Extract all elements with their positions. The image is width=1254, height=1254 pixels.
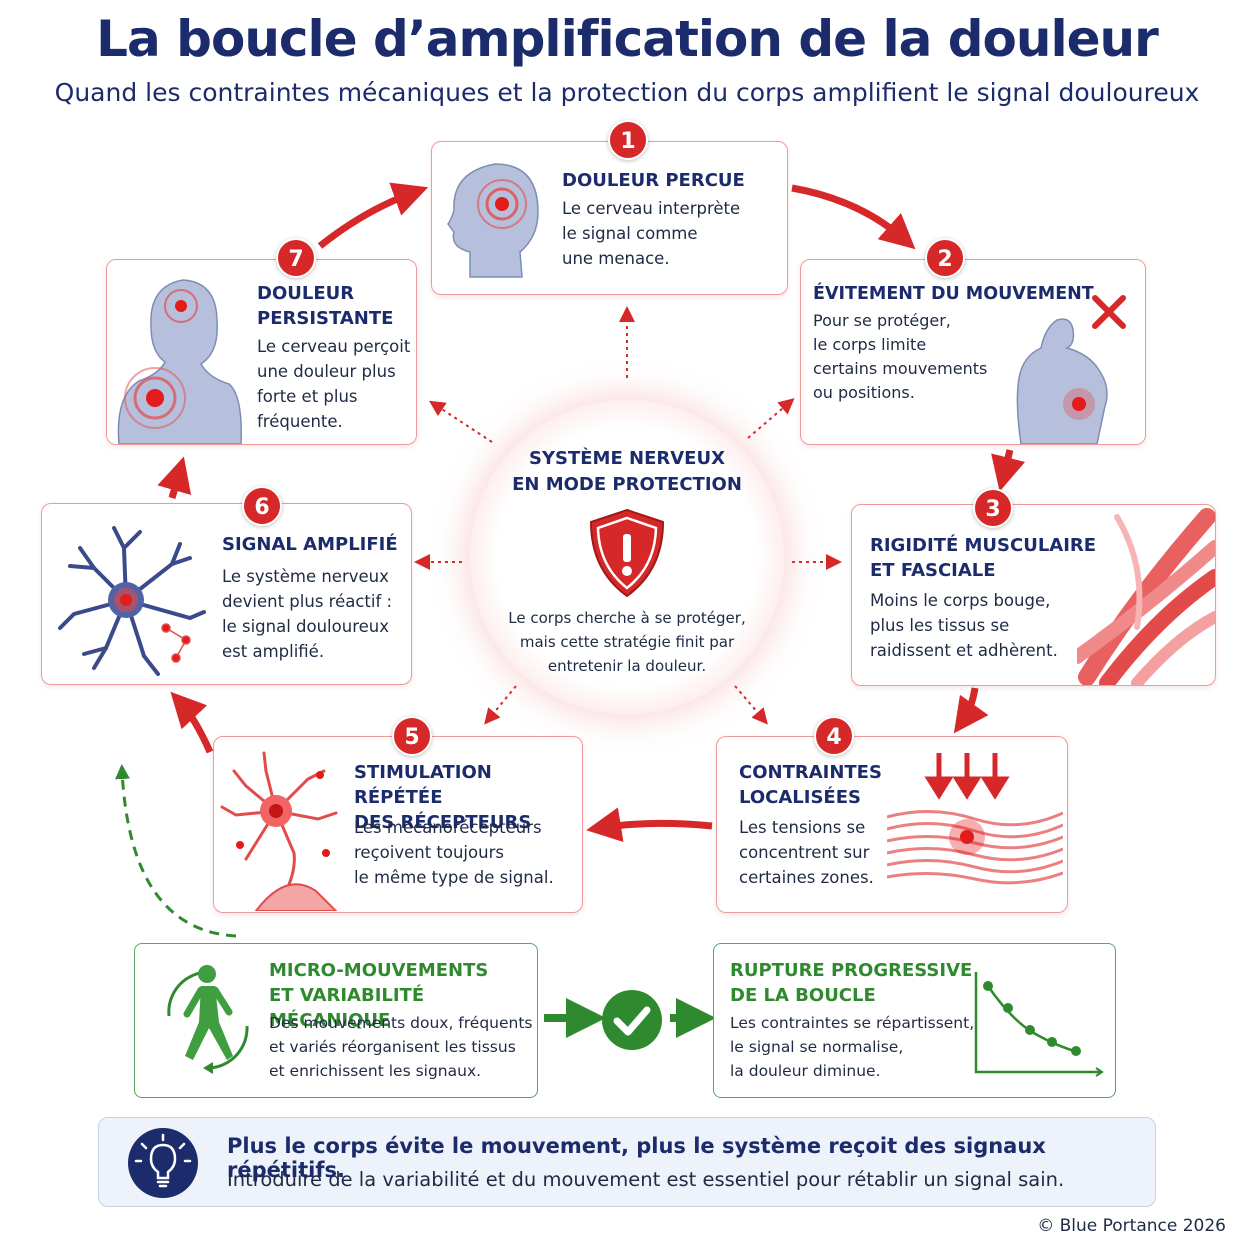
decreasing-curve-icon <box>974 972 1104 1077</box>
solution-right-text: Les contraintes se répartissent,le signa… <box>730 1014 975 1080</box>
arrow-4-to-5 <box>586 807 713 842</box>
arrow-5-to-6 <box>170 691 214 754</box>
key-message-line-1: Plus le corps évite le mouvement, plus l… <box>227 1134 1046 1182</box>
head-pain-icon <box>447 163 539 278</box>
tissue-pressure-icon <box>887 753 1063 885</box>
arrow-1-to-2 <box>791 184 916 250</box>
walking-person-icon <box>167 965 249 1074</box>
step-1-title: DOULEUR PERCUE <box>562 170 745 191</box>
arrow-3-to-4 <box>953 687 989 734</box>
step-1-badge: 1 <box>608 120 648 160</box>
step-5-badge: 5 <box>392 716 432 756</box>
step-4-badge: 4 <box>814 716 854 756</box>
lightbulb-icon <box>128 1128 198 1198</box>
dotted-arrow-up-left <box>428 400 493 443</box>
key-message-banner: Plus le corps évite le mouvement, plus l… <box>98 1117 1156 1207</box>
dotted-arrow-up-right <box>747 398 795 439</box>
cross-icon <box>1092 295 1126 329</box>
step-2-title: ÉVITEMENT DU MOUVEMENT <box>813 284 1094 304</box>
check-circle-icon <box>602 990 662 1050</box>
arrow-7-to-1 <box>317 182 429 249</box>
step-2-badge: 2 <box>925 238 965 278</box>
dotted-arrow-down-left <box>484 685 517 725</box>
center-text: Le corps cherche à se protéger,mais cett… <box>508 609 746 675</box>
neuron-icon <box>58 526 206 676</box>
page-title: La boucle d’amplification de la douleur <box>96 10 1159 68</box>
back-pain-icon <box>1016 318 1108 444</box>
muscle-fibers-icon <box>1077 508 1215 685</box>
step-3-badge: 3 <box>973 488 1013 528</box>
step-6-badge: 6 <box>242 486 282 526</box>
step-6-title: SIGNAL AMPLIFIÉ <box>222 534 398 555</box>
page-subtitle: Quand les contraintes mécaniques et la p… <box>54 78 1200 107</box>
arrow-6-to-7 <box>157 456 192 499</box>
copyright: © Blue Portance 2026 <box>1037 1216 1226 1236</box>
body-pain-icon <box>117 279 242 444</box>
dotted-arrow-down-right <box>734 685 768 725</box>
step-7-badge: 7 <box>276 238 316 278</box>
receptor-neuron-icon <box>220 751 338 911</box>
step-2-card: ÉVITEMENT DU MOUVEMENT Pour se protéger,… <box>800 259 1146 445</box>
arrow-2-to-3 <box>991 449 1026 492</box>
key-message-line-2: Introduire de la variabilité et du mouve… <box>227 1168 1065 1191</box>
warning-shield-icon <box>589 508 665 598</box>
